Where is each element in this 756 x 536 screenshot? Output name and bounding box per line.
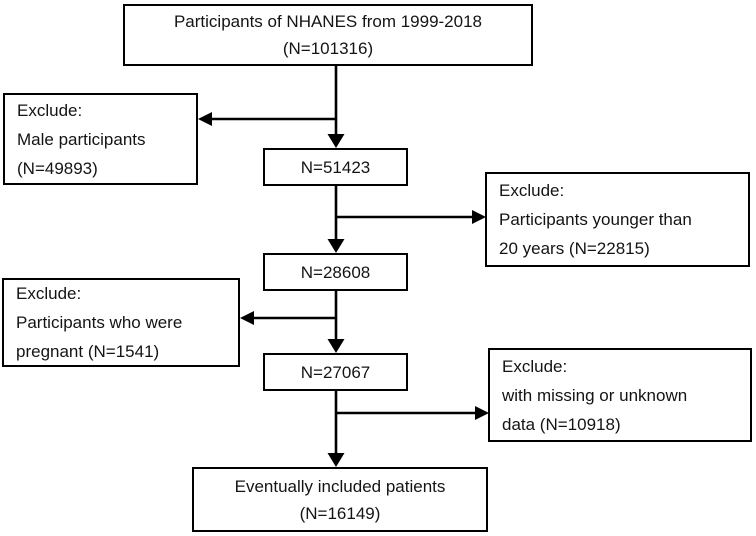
box-text-line: 20 years (N=22815) [499,239,650,258]
box-text-line: Exclude: [16,284,82,303]
box-text-line: with missing or unknown [502,385,688,405]
connector-n28608-to-n27067 [327,291,345,353]
connector-top-to-n51423 [327,66,345,148]
box-text-line: Participants younger than [499,210,692,229]
connector-n27067-to-final [327,391,345,467]
box-text-line: Exclude: [502,356,568,376]
box-nhanes-participants: Participants of NHANES from 1999-2018 (N… [123,4,533,66]
box-text-line: N=51423 [300,157,371,177]
box-text-line: N=28608 [300,262,371,282]
box-n51423: N=51423 [263,148,408,186]
box-exclude-pregnant: Exclude: Participants who were pregnant … [2,278,240,367]
box-n28608: N=28608 [263,253,408,291]
box-eventually-included: Eventually included patients (N=16149) [192,467,488,532]
connector-branch-exclude-young [336,210,486,224]
connector-n51423-to-n28608 [327,186,345,253]
box-text-line: (N=49893) [17,158,98,178]
box-exclude-male: Exclude: Male participants (N=49893) [3,93,198,185]
box-text-line: Exclude: [499,181,565,200]
box-text-line: Participants of NHANES from 1999-2018 [173,12,483,31]
connector-branch-exclude-missing [336,406,489,420]
connector-branch-exclude-pregnant [240,311,336,325]
box-text-line: Exclude: [17,100,83,120]
box-n27067: N=27067 [263,353,408,391]
box-text-line: pregnant (N=1541) [16,342,160,361]
box-text-line: Male participants [17,129,146,149]
box-exclude-missing-data: Exclude: with missing or unknown data (N… [488,348,752,442]
connector-branch-exclude-male [198,112,336,126]
box-text-line: Participants who were [16,313,183,332]
box-text-line: (N=101316) [282,39,374,58]
box-text-line: N=27067 [300,362,371,382]
box-text-line: Eventually included patients [234,476,446,496]
box-text-line: (N=16149) [299,503,381,523]
box-exclude-younger-than-20: Exclude: Participants younger than 20 ye… [485,172,750,267]
box-text-line: data (N=10918) [502,414,621,434]
